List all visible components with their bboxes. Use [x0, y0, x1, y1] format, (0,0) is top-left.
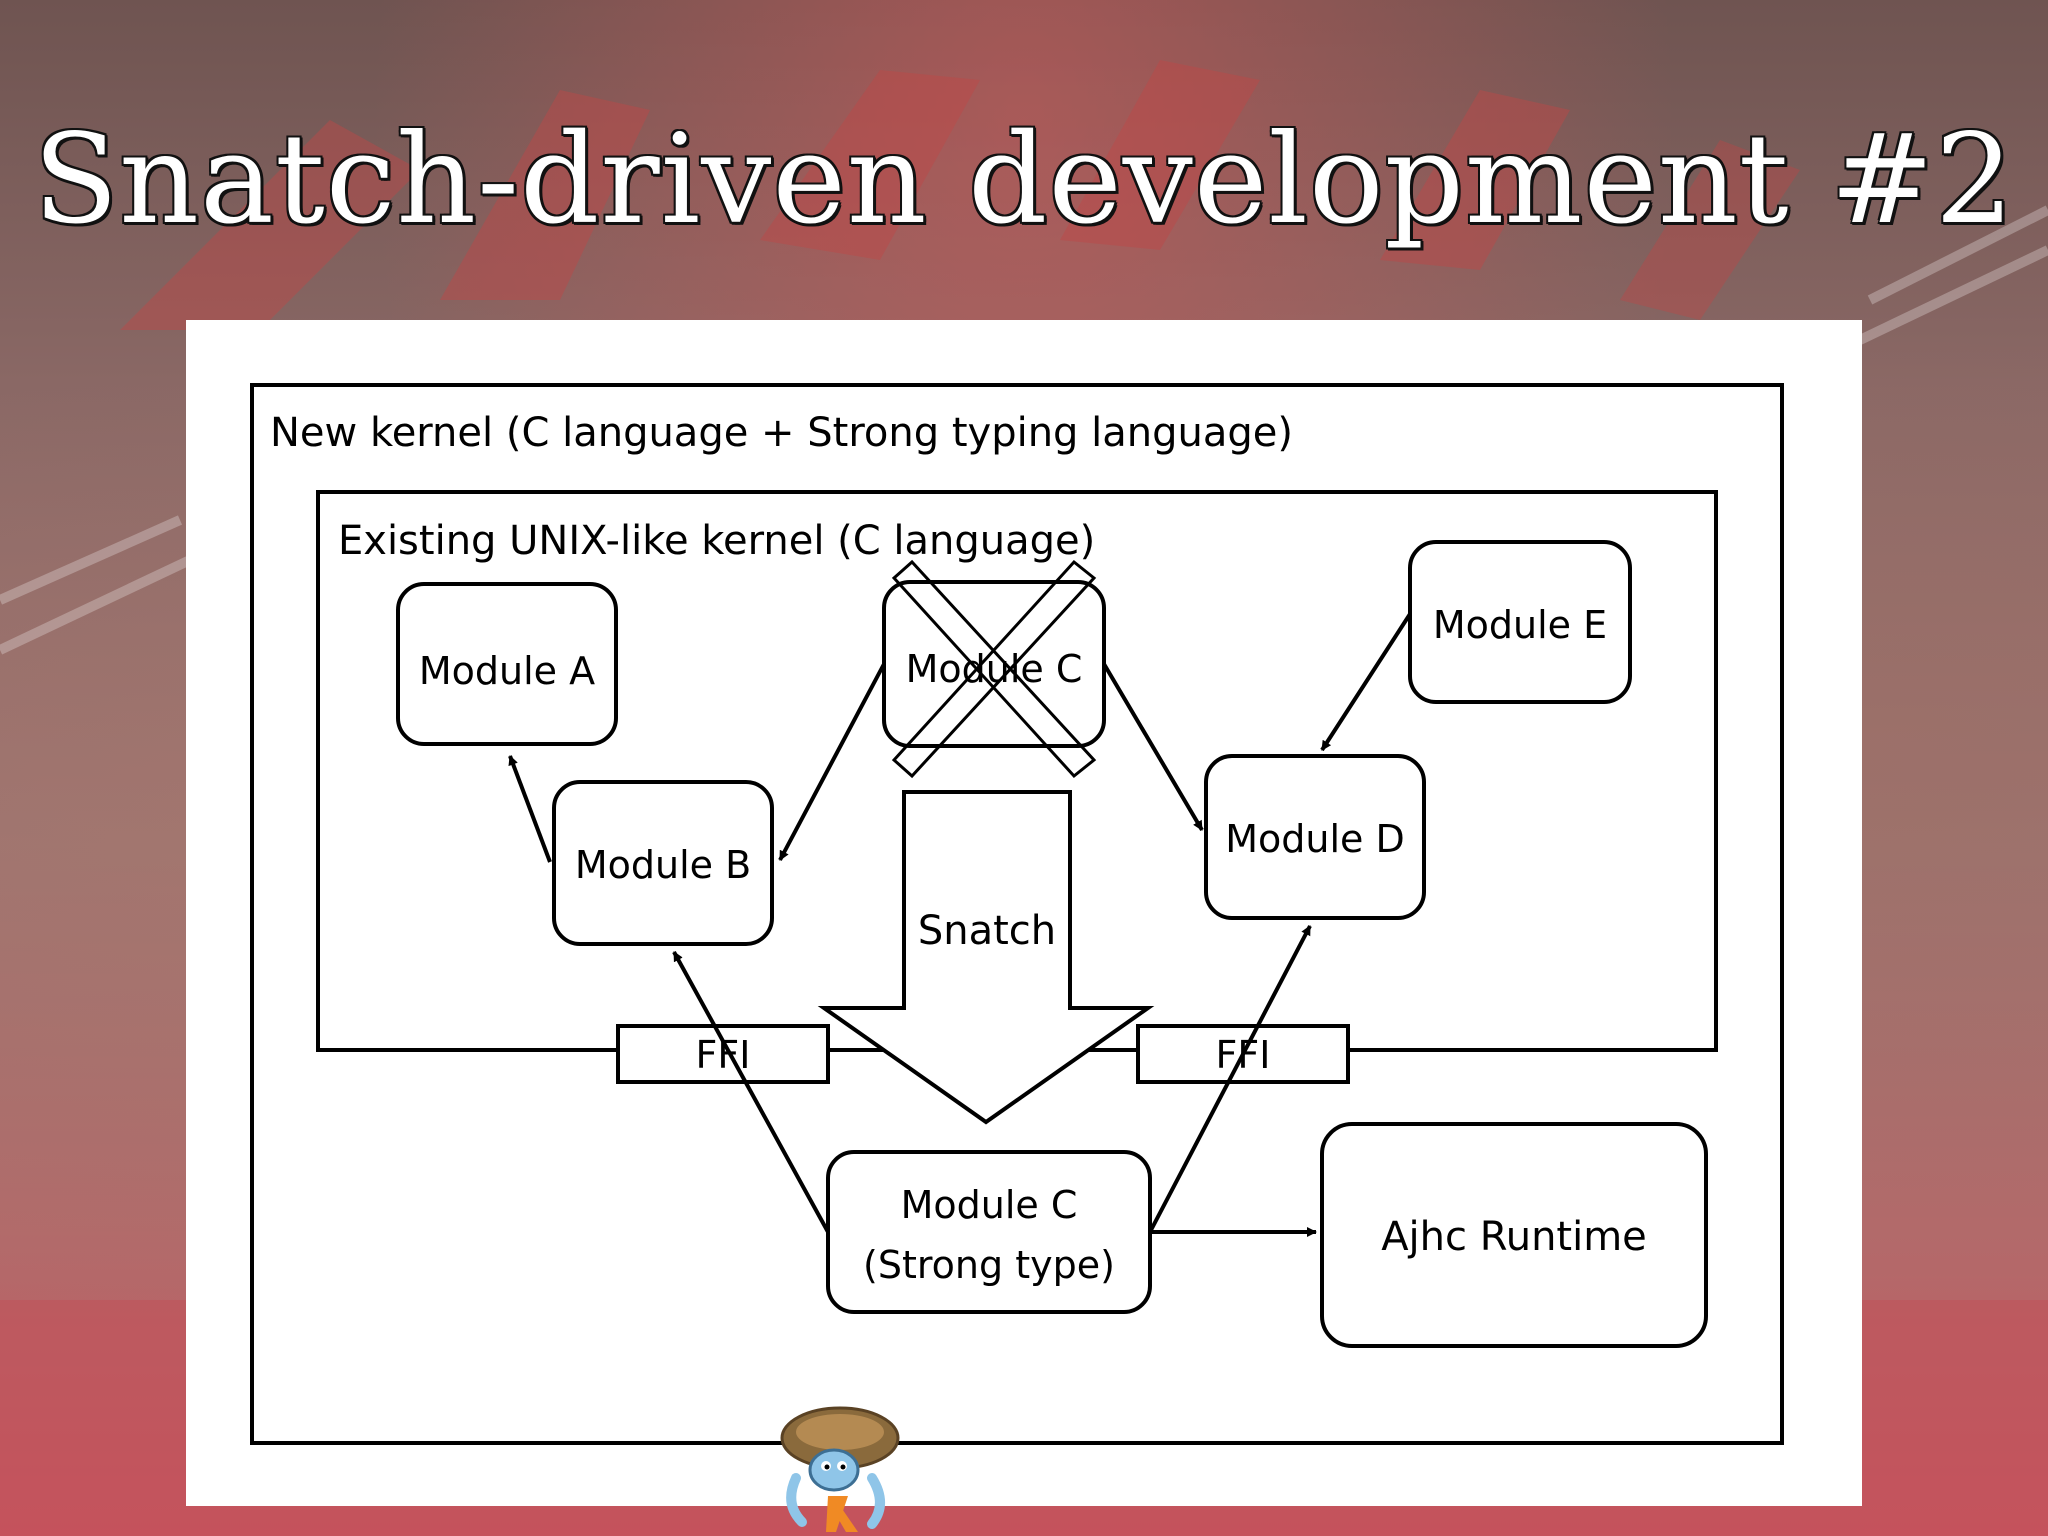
snatch-label: Snatch — [918, 908, 1056, 954]
arrow-b-to-a — [508, 755, 552, 863]
connectors — [508, 612, 1412, 1237]
architecture-diagram: New kernel (C language + Strong typing l… — [250, 383, 1784, 1445]
existing-kernel-label: Existing UNIX-like kernel (C language) — [338, 518, 1095, 564]
diagram-panel: New kernel (C language + Strong typing l… — [186, 320, 1862, 1506]
cross-out-mark — [891, 559, 1097, 779]
module-e-box — [1408, 540, 1632, 704]
new-kernel-label: New kernel (C language + Strong typing l… — [270, 410, 1293, 456]
ffi-left-box — [616, 1024, 830, 1084]
arrow-cnew-to-b — [672, 951, 830, 1233]
module-b-box — [552, 780, 774, 946]
snatch-arrow — [817, 790, 1155, 1125]
module-d-label: Module D — [1225, 817, 1405, 861]
arrow-c-to-d — [1102, 662, 1204, 832]
new-kernel-box — [250, 383, 1784, 1445]
ajhc-runtime-box — [1320, 1122, 1708, 1348]
module-b-label: Module B — [575, 843, 751, 887]
ajhc-runtime-label: Ajhc Runtime — [1381, 1214, 1647, 1260]
mascot-icon — [780, 1406, 900, 1532]
ffi-right-box — [1136, 1024, 1350, 1084]
slide-title: Snatch-driven development #2 — [33, 108, 2015, 252]
arrow-cnew-to-d — [1148, 925, 1312, 1233]
module-c-new-line2: (Strong type) — [863, 1243, 1115, 1287]
module-e-label: Module E — [1433, 603, 1607, 647]
module-a-label: Module A — [419, 649, 595, 693]
module-c-new-line1: Module C — [901, 1183, 1078, 1227]
module-c-old-label: Module C — [906, 647, 1083, 691]
module-d-box — [1204, 754, 1426, 920]
arrow-c-to-b — [778, 663, 886, 861]
arrow-e-to-d — [1320, 612, 1412, 752]
module-c-new-box — [826, 1150, 1152, 1314]
module-a-box — [396, 582, 618, 746]
